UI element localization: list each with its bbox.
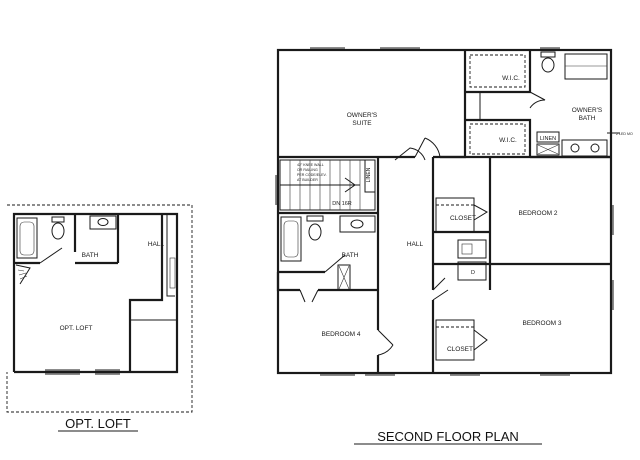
wic-top-wall: [465, 50, 532, 94]
loft-exterior-wall: [12, 212, 179, 374]
dryer-label: D: [471, 270, 475, 276]
loft-toilet: [51, 216, 65, 223]
bedroom3-label: BEDROOM 3: [522, 320, 561, 327]
loft-corner-symbol: [15, 264, 31, 285]
owners-toilet: [540, 51, 556, 58]
bedroom4-label: BEDROOM 4: [321, 331, 360, 338]
owners-bath-label-line1: OWNER'S: [572, 107, 603, 114]
hall-bathtub: [280, 216, 302, 262]
stair: [279, 159, 376, 211]
loft-hall-wall: [128, 214, 164, 372]
opt-loft-plan: BATH HALL OPT. LOFT OPT. LOFT: [6, 204, 193, 432]
owners-linen: [536, 131, 560, 143]
bedroom4-closet-doors: [299, 289, 319, 303]
loft-room-label: OPT. LOFT: [60, 325, 93, 332]
wic-bottom-wall: [465, 118, 532, 157]
loft-bath-label: BATH: [82, 252, 99, 259]
stair-linen-label: LINEN: [366, 167, 372, 182]
stair-note-line2: OR RAILING: [297, 168, 318, 172]
washer: [457, 239, 487, 259]
stair-note-line3: PER CODE/ELEV.: [297, 173, 327, 177]
wic-bottom-label: W.I.C.: [499, 137, 517, 144]
loft-hall-label: HALL: [148, 241, 165, 248]
stair-note-line4: AT BUILDER: [297, 178, 318, 182]
loft-dashed-outline: [6, 204, 193, 413]
opt-loft-caption: OPT. LOFT: [65, 416, 131, 431]
hall-label: HALL: [407, 241, 424, 248]
owners-linen-label: LINEN: [540, 136, 556, 142]
owners-bath-label-line2: BATH: [579, 115, 596, 122]
bedroom2-label: BEDROOM 2: [518, 210, 557, 217]
second-floor-plan: OWNER'S SUITE W.I.C. W.I.C. OWNER'S BATH…: [275, 47, 633, 445]
loft-bath-door-swing: [39, 247, 63, 264]
hall-toilet: [306, 215, 324, 222]
wic-top-label: W.I.C.: [502, 75, 520, 82]
owners-shower: [564, 53, 608, 80]
hall-vanity: [339, 215, 376, 233]
owners-suite-label-line1: OWNER'S: [347, 112, 378, 119]
owners-suite-wall: [440, 50, 467, 159]
loft-vanity: [89, 215, 117, 230]
bedroom2-closet-label: CLOSET: [450, 215, 476, 222]
owners-suite-label-line2: SUITE: [352, 120, 372, 127]
dryer: [457, 261, 487, 281]
led-note: 2 LED MO: [616, 132, 633, 136]
hall-bath-label: BATH: [342, 252, 359, 259]
bedroom4-door: [377, 329, 394, 356]
owners-suite-door: [414, 137, 441, 158]
loft-windows: [45, 369, 120, 375]
stair-direction-label: DN 16R: [332, 201, 352, 207]
stair-note-line1: 42" KNEE WALL: [297, 163, 324, 167]
owners-vanity: [561, 139, 608, 157]
loft-bathtub: [16, 217, 38, 259]
exterior-windows: [275, 47, 614, 376]
second-floor-caption: SECOND FLOOR PLAN: [377, 429, 519, 444]
bedroom3-closet-label: CLOSET: [447, 346, 473, 353]
second-floor-exterior-wall: [276, 48, 613, 375]
bedroom3-closet: [435, 319, 475, 361]
